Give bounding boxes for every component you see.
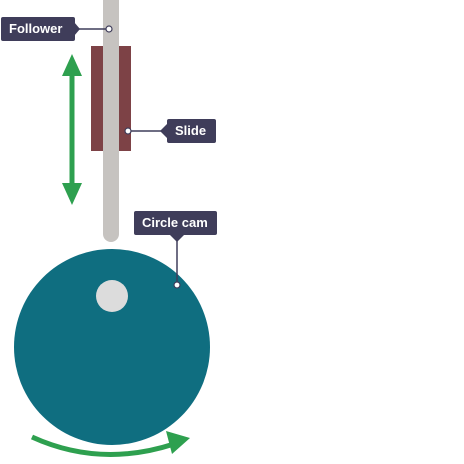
rotation-arrow-icon <box>30 431 190 457</box>
follower-label: Follower <box>1 17 75 41</box>
follower-rod <box>103 0 119 242</box>
circle-cam <box>14 249 210 445</box>
cam-pivot-hole <box>96 280 128 312</box>
cam-callout-pointer <box>170 235 184 242</box>
cam-leader <box>173 235 181 289</box>
slide-callout-pointer <box>160 124 167 138</box>
follower-callout-pointer <box>74 22 80 36</box>
follower-rod-top-extension <box>103 0 119 20</box>
vertical-motion-arrow-icon <box>62 54 82 205</box>
slide-label: Slide <box>167 119 216 143</box>
cam-label: Circle cam <box>134 211 217 235</box>
